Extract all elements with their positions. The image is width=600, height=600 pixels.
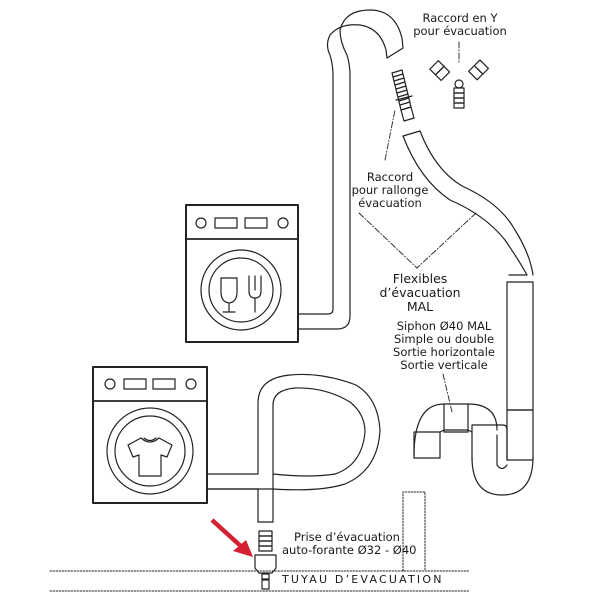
label-line: MAL	[406, 299, 434, 314]
washing-machine	[92, 366, 208, 504]
dishwasher-drain-hose	[297, 9, 404, 330]
dishwasher	[185, 204, 299, 343]
label-line: Flexibles	[392, 271, 448, 286]
drain-pipe-outline	[49, 491, 471, 592]
label-line: évacuation	[358, 196, 422, 210]
label-drain-hoses: Flexibles d’évacuation MAL	[375, 272, 465, 314]
label-line: d’évacuation	[379, 285, 461, 300]
label-line: Simple ou double	[393, 332, 495, 346]
label-line: Raccord	[366, 170, 414, 184]
label-line: pour évacuation	[413, 24, 507, 38]
self-drilling-outlet	[254, 530, 277, 590]
label-line: Sortie horizontale	[393, 345, 495, 359]
label-line: Siphon Ø40 MAL	[396, 319, 492, 333]
washing-machine-drain-hose	[206, 373, 381, 523]
label-drain-pipe: TUYAU D’EVACUATION	[282, 573, 444, 586]
label-line: Sortie verticale	[400, 358, 488, 372]
label-line: auto-forante Ø32 - Ø40	[282, 543, 417, 557]
label-line: Prise d’évacuation	[294, 530, 400, 544]
label-line: Raccord en Y	[422, 11, 498, 25]
leader-lines	[358, 41, 477, 413]
label-line: pour rallonge	[351, 183, 429, 197]
siphon	[413, 281, 534, 496]
extension-connector	[391, 69, 415, 122]
y-connector	[429, 59, 490, 109]
glass-and-fork-icon	[220, 275, 262, 313]
label-siphon: Siphon Ø40 MAL Simple ou double Sortie h…	[383, 320, 505, 372]
label-self-drilling-outlet: Prise d’évacuation auto-forante Ø32 - Ø4…	[282, 530, 417, 557]
label-extension-connector: Raccord pour rallonge évacuation	[345, 171, 435, 210]
label-y-connector: Raccord en Y pour évacuation	[405, 12, 515, 38]
red-arrow-icon	[210, 518, 253, 557]
siphon-drain-hose	[402, 130, 534, 276]
t-shirt-icon	[127, 437, 173, 477]
